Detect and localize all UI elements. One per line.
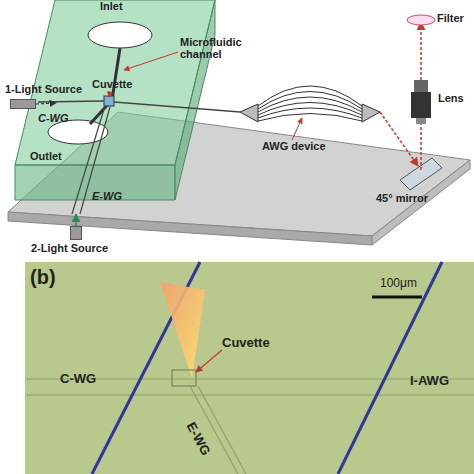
waveguide xyxy=(198,386,246,474)
part-label: 100μm xyxy=(380,277,417,290)
lens-symbol xyxy=(411,92,431,118)
part-label: C-WG xyxy=(38,112,69,124)
awg-slab xyxy=(362,104,380,122)
light-source-box: 2-Light Source xyxy=(70,226,82,240)
leader-line xyxy=(292,118,302,140)
light-source-box: 1-Light Source xyxy=(10,99,36,109)
part-label: 45° mirror xyxy=(376,192,428,204)
cuvette-shape xyxy=(172,370,196,386)
inlet-hole xyxy=(88,22,152,48)
leader-line xyxy=(124,52,178,70)
awg-slab xyxy=(240,104,258,122)
pdms-block xyxy=(175,0,215,200)
plate-edge xyxy=(8,212,372,245)
light-path xyxy=(380,112,418,166)
lens-symbol xyxy=(414,80,428,92)
source-label: 2-Light Source xyxy=(31,242,108,254)
part-label: Filter xyxy=(437,12,464,24)
leader-line xyxy=(196,350,222,372)
awg-arm xyxy=(258,97,362,112)
light-arrow xyxy=(75,214,77,226)
part-label: C-WG xyxy=(60,372,96,386)
filter-symbol xyxy=(407,15,435,25)
lens-symbol xyxy=(416,118,426,124)
light-arrow xyxy=(36,103,56,104)
scale-bar xyxy=(372,296,422,299)
part-label: I-AWG xyxy=(410,374,449,388)
part-label: AWG device xyxy=(262,140,326,152)
part-label: Inlet xyxy=(100,0,123,12)
part-label: Outlet xyxy=(30,150,62,162)
leader-line xyxy=(109,91,110,97)
part-label: E-WG xyxy=(92,190,122,202)
source-label: 1-Light Source xyxy=(5,83,82,95)
waveguide xyxy=(25,394,474,395)
light-beam xyxy=(160,282,205,378)
part-label: Cuvette xyxy=(222,336,270,350)
part-label: Microfluidic channel xyxy=(180,36,258,60)
waveguide xyxy=(38,101,104,102)
micrograph xyxy=(25,262,474,474)
channel-wall xyxy=(338,262,442,474)
cuvette-shape xyxy=(104,96,114,106)
waveguide xyxy=(114,102,240,112)
part-label: Cuvette xyxy=(92,78,132,90)
part-label: Lens xyxy=(438,92,464,104)
awg-arm xyxy=(258,114,362,122)
part-label: (b) xyxy=(30,266,56,288)
awg-arm xyxy=(258,92,362,110)
